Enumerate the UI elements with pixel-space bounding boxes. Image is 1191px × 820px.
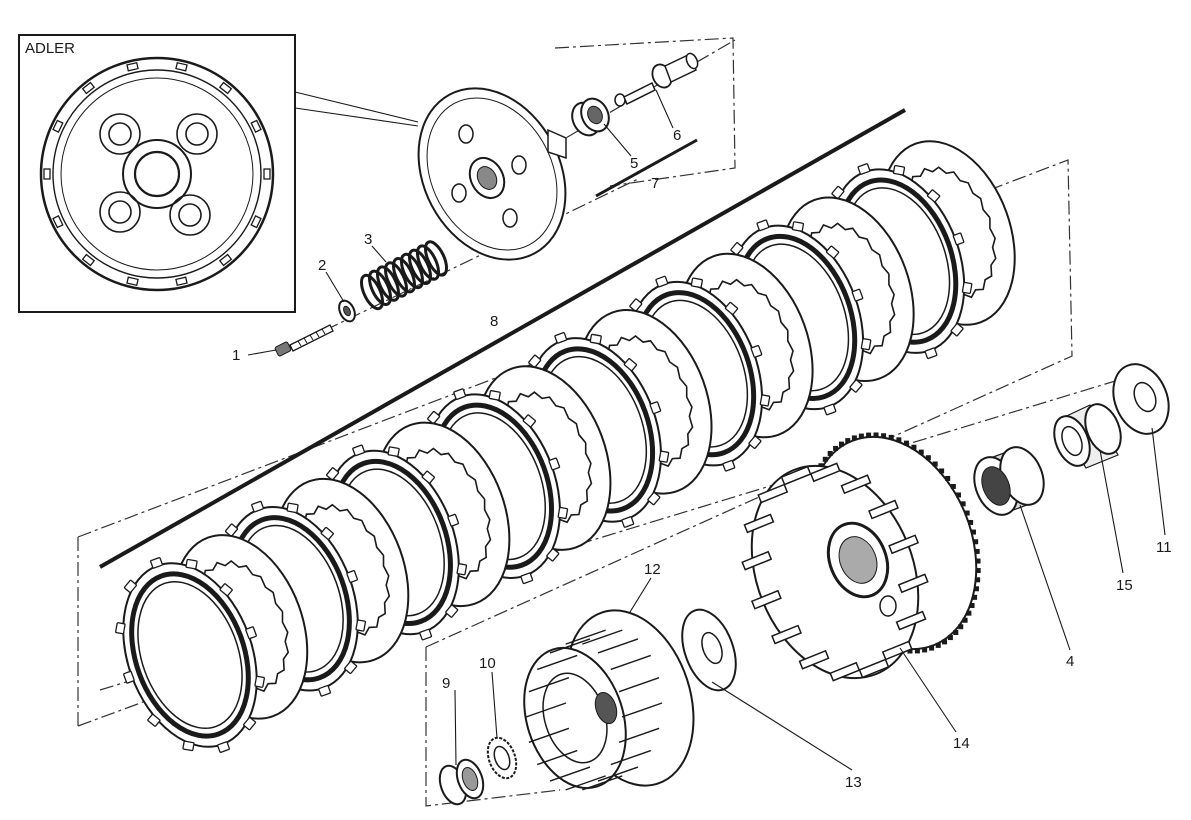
inset-tab bbox=[218, 253, 233, 267]
part-2-washer bbox=[338, 299, 356, 323]
label-13: 13 bbox=[845, 774, 862, 791]
inset-tab bbox=[263, 168, 271, 180]
part-12-inner-hub bbox=[523, 609, 695, 791]
friction-plate bbox=[115, 557, 265, 753]
part-6-pushrod bbox=[614, 52, 699, 107]
label-15: 15 bbox=[1116, 577, 1133, 594]
part-13-thrust-washer bbox=[681, 608, 737, 692]
label-11: 11 bbox=[1156, 539, 1172, 556]
inset-tab bbox=[126, 276, 139, 287]
part-9-nut bbox=[438, 758, 485, 806]
inset-title: ADLER bbox=[25, 40, 75, 57]
inset-tab bbox=[250, 215, 262, 229]
inset-tab bbox=[250, 119, 262, 133]
inset-plate-tabs bbox=[43, 61, 271, 287]
bracket-7 bbox=[595, 138, 698, 198]
inset-tab bbox=[52, 215, 64, 229]
part-5-bearing bbox=[571, 97, 610, 137]
inset-tab bbox=[175, 276, 188, 287]
label-12: 12 bbox=[644, 561, 661, 578]
inset-tab bbox=[81, 81, 96, 95]
group-outline-7 bbox=[554, 37, 736, 187]
part-labels: 1 2 3 4 5 6 7 8 9 10 11 12 13 14 15 bbox=[232, 127, 1172, 791]
label-7: 7 bbox=[651, 175, 659, 192]
part-1-screw bbox=[274, 324, 334, 357]
leader-lines bbox=[247, 89, 1166, 771]
label-2: 2 bbox=[318, 257, 326, 274]
label-1: 1 bbox=[232, 347, 240, 364]
part-11-washer bbox=[1112, 363, 1170, 435]
inset-tab bbox=[126, 61, 139, 72]
clutch-plate-stack bbox=[115, 140, 1016, 753]
inset-spring-cups bbox=[99, 113, 218, 236]
part-14-clutch-basket bbox=[741, 432, 981, 682]
label-10: 10 bbox=[479, 655, 496, 672]
label-6: 6 bbox=[673, 127, 681, 144]
bracket-8 bbox=[99, 108, 906, 569]
part-10-lock-washer bbox=[486, 736, 518, 780]
adler-inset: ADLER bbox=[18, 34, 419, 313]
label-8: 8 bbox=[490, 313, 498, 330]
basket-fingers bbox=[741, 462, 929, 682]
group-outline-hub bbox=[425, 647, 561, 807]
part-3-spring bbox=[359, 240, 449, 311]
inset-tab bbox=[81, 253, 96, 267]
inset-tab bbox=[218, 81, 233, 95]
inset-tab bbox=[175, 61, 188, 72]
hub-splines bbox=[525, 629, 663, 791]
pressure-plate bbox=[417, 87, 567, 261]
part-15-bushing bbox=[1053, 403, 1122, 469]
label-4: 4 bbox=[1066, 653, 1074, 670]
label-9: 9 bbox=[442, 675, 450, 692]
inset-tab bbox=[43, 168, 51, 180]
label-5: 5 bbox=[630, 155, 638, 172]
label-3: 3 bbox=[364, 231, 372, 248]
label-14: 14 bbox=[953, 735, 970, 752]
part-4-needle-bearing bbox=[973, 446, 1045, 516]
inset-tab bbox=[52, 119, 64, 133]
inset-pressure-plate bbox=[39, 56, 275, 292]
